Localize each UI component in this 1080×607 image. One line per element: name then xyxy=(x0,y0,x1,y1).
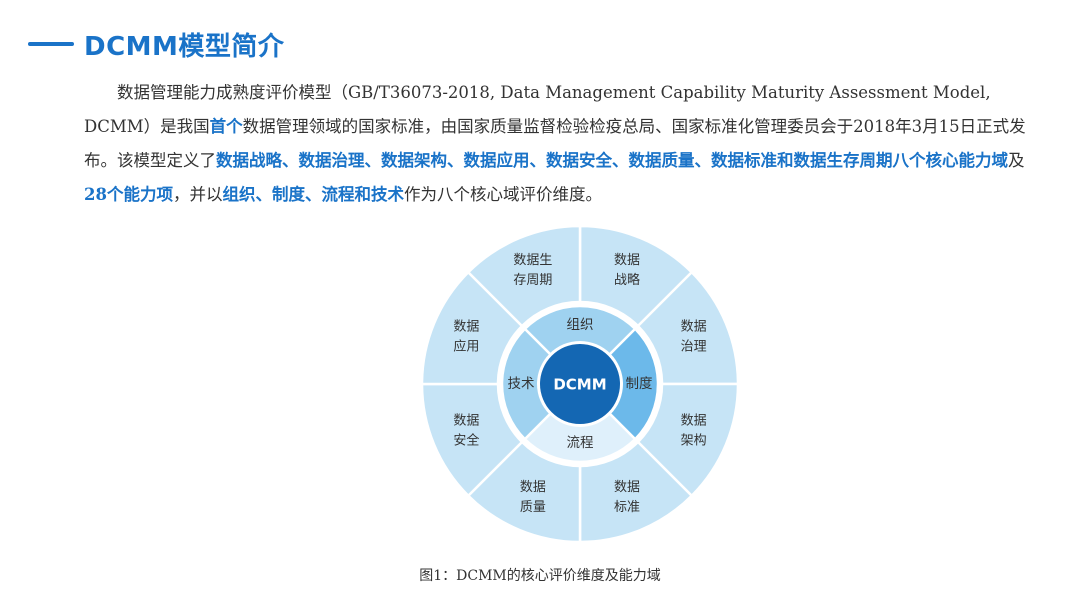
dimension-label: 组织 xyxy=(567,317,594,333)
dcmm-wheel-diagram: 数据战略数据治理数据架构数据标准数据质量数据安全数据应用数据生存周期组织制度流程… xyxy=(420,224,740,544)
domain-label: 数据 xyxy=(520,480,546,495)
dimension-label: 制度 xyxy=(626,376,653,392)
domain-label: 数据 xyxy=(453,319,479,334)
intro-highlight: 首个 xyxy=(209,117,243,136)
domain-label: 战略 xyxy=(614,272,640,288)
intro-segment: 及 xyxy=(1008,151,1025,170)
intro-paragraph: 数据管理能力成熟度评价模型（GB/T36073-2018, Data Manag… xyxy=(84,76,1034,212)
domain-label: 数据 xyxy=(453,414,479,429)
intro-segment: 作为八个核心域评价维度。 xyxy=(403,185,602,204)
domain-label: 治理 xyxy=(681,339,707,354)
dimension-label: 技术 xyxy=(508,376,535,392)
domain-label: 质量 xyxy=(520,500,546,515)
domain-label: 架构 xyxy=(681,434,707,449)
title-accent-line xyxy=(28,42,74,46)
intro-text: 数据管理能力成熟度评价模型（GB/T36073-2018, Data Manag… xyxy=(84,76,1034,212)
center-label: DCMM xyxy=(553,376,606,394)
section-title: DCMM模型简介 xyxy=(28,24,284,64)
intro-segment: 数据管理能力成熟度评价模型（GB/T36073-2018, Data Manag… xyxy=(84,83,991,136)
domain-label: 标准 xyxy=(614,500,640,515)
domain-label: 数据 xyxy=(681,319,707,334)
outer-sector xyxy=(466,224,582,328)
domain-label: 数据 xyxy=(614,480,640,495)
domain-label: 数据生 xyxy=(513,253,552,268)
page-title: DCMM模型简介 xyxy=(84,31,285,62)
dimension-label: 流程 xyxy=(567,435,594,451)
center-circle xyxy=(540,344,620,424)
intro-segment: ，并以 xyxy=(172,185,223,204)
domain-label: 数据 xyxy=(681,414,707,429)
intro-highlight: 组织、制度、流程和技术 xyxy=(222,185,404,204)
domain-label: 存周期 xyxy=(513,273,552,288)
domain-label: 数据 xyxy=(614,253,640,268)
domain-label: 应用 xyxy=(453,338,479,354)
intro-segment: 数据管理领域的国家标准，由国家质量监督检验检疫总局、国家标准化管理委员会于201… xyxy=(84,117,1026,170)
intro-highlight: 28个能力项 xyxy=(84,185,173,204)
domain-label: 安全 xyxy=(453,433,479,449)
figure-caption: 图1：DCMM的核心评价维度及能力域 xyxy=(419,568,661,584)
intro-highlight: 数据战略、数据治理、数据架构、数据应用、数据安全、数据质量、数据标准和数据生存周… xyxy=(216,151,1008,170)
